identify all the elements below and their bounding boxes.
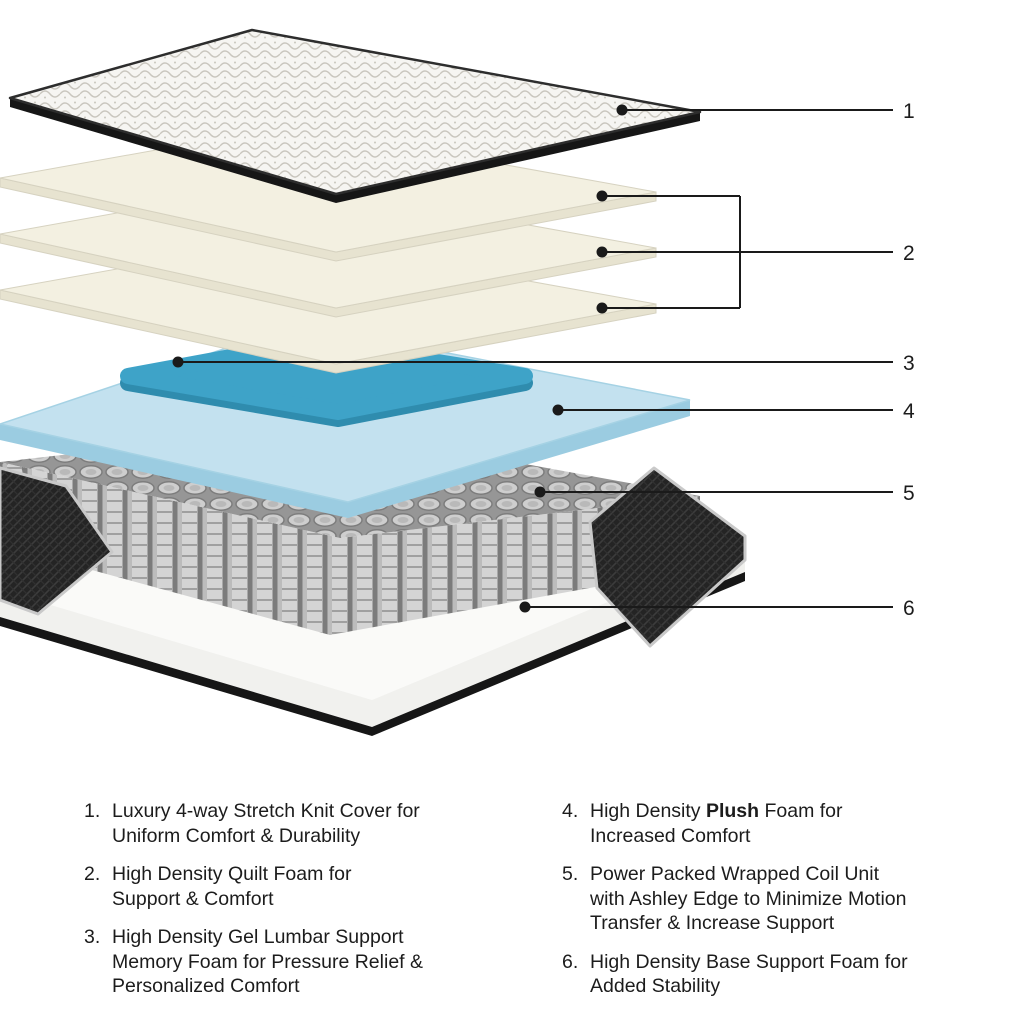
legend-column-left: 1. Luxury 4-way Stretch Knit Cover for U… <box>84 799 436 999</box>
legend-item-4-text: High Density Plush Foam for Increased Co… <box>590 799 912 848</box>
layer-gel-lumbar-foam <box>120 334 533 427</box>
layer-knit-cover <box>8 28 702 203</box>
legend-item-2: 2. High Density Quilt Foam for Support &… <box>84 862 436 911</box>
legend-item-2-number: 2. <box>84 863 101 886</box>
exploded-mattress-illustration: 1 2 3 4 5 6 <box>0 28 915 736</box>
legend-item-4-text-post: Foam for Increased Comfort <box>590 800 843 847</box>
legend-item-2-text: High Density Quilt Foam for Support & Co… <box>112 862 424 911</box>
legend-item-5-text: Power Packed Wrapped Coil Unit with Ashl… <box>590 862 912 936</box>
legend-item-6-number: 6. <box>562 950 579 973</box>
gel-foam-top <box>120 334 533 420</box>
callout-1-number: 1 <box>903 100 915 123</box>
callout-6-number: 6 <box>903 597 915 620</box>
fabric-corner-left <box>0 466 114 616</box>
legend-item-2-text-pre: High Density Quilt Foam for Support & Co… <box>112 863 352 910</box>
callout-3: 3 <box>172 352 915 375</box>
cover-top <box>8 28 702 196</box>
legend-item-5-text-pre: Power Packed Wrapped Coil Unit with Ashl… <box>590 863 907 935</box>
callout-4-number: 4 <box>903 400 915 423</box>
legend-item-3: 3. High Density Gel Lumbar Support Memor… <box>84 925 436 999</box>
callout-6-dot <box>519 601 531 613</box>
legend-item-4-text-pre: High Density <box>590 800 706 822</box>
callout-4: 4 <box>552 400 915 423</box>
fabric-corner-right <box>588 466 747 648</box>
callout-2-dot-top <box>596 190 608 202</box>
legend-item-1-text-pre: Luxury 4-way Stretch Knit Cover for Unif… <box>112 800 420 847</box>
callout-5-dot <box>534 486 546 498</box>
legend-item-1-text: Luxury 4-way Stretch Knit Cover for Unif… <box>112 799 424 848</box>
plush-foam-side <box>0 400 690 518</box>
cover-edge-binding <box>10 98 700 203</box>
callout-1-dot <box>616 104 628 116</box>
legend-item-4-number: 4. <box>562 800 579 822</box>
callout-2: 2 <box>596 190 915 314</box>
callout-2-dot-middle <box>596 246 608 258</box>
legend-item-3-number: 3. <box>84 926 101 949</box>
legend-item-3-text: High Density Gel Lumbar Support Memory F… <box>112 925 424 999</box>
callout-6: 6 <box>519 597 915 620</box>
legend-item-4-text-bold: Plush <box>705 800 760 822</box>
callout-3-dot <box>172 356 184 368</box>
legend-item-1: 1. Luxury 4-way Stretch Knit Cover for U… <box>84 799 436 848</box>
legend-item-5-number: 5. <box>562 863 579 886</box>
legend-column-right: 4. High Density Plush Foam for Increased… <box>562 799 938 999</box>
callout-2-number: 2 <box>903 242 915 265</box>
legend-item-6-text-pre: High Density Base Support Foam for Added… <box>590 950 908 998</box>
callout-2-dot-bottom <box>596 302 608 314</box>
callout-3-number: 3 <box>903 352 915 375</box>
legend-item-6-text: High Density Base Support Foam for Added… <box>590 950 912 999</box>
legend-item-1-number: 1. <box>84 800 101 822</box>
callout-4-dot <box>552 404 564 416</box>
callout-5-number: 5 <box>903 482 915 505</box>
coil-unit-front <box>0 462 700 635</box>
base-foam-side <box>0 545 745 727</box>
legend-item-6: 6. High Density Base Support Foam for Ad… <box>562 950 938 999</box>
callout-5: 5 <box>534 482 915 505</box>
legend-item-3-text-pre: High Density Gel Lumbar Support Memory F… <box>112 926 424 998</box>
legend-item-5: 5. Power Packed Wrapped Coil Unit with A… <box>562 862 938 936</box>
legend-item-4: 4. High Density Plush Foam for Increased… <box>562 799 938 848</box>
base-fabric-corners <box>0 466 747 648</box>
callout-1: 1 <box>616 100 915 123</box>
